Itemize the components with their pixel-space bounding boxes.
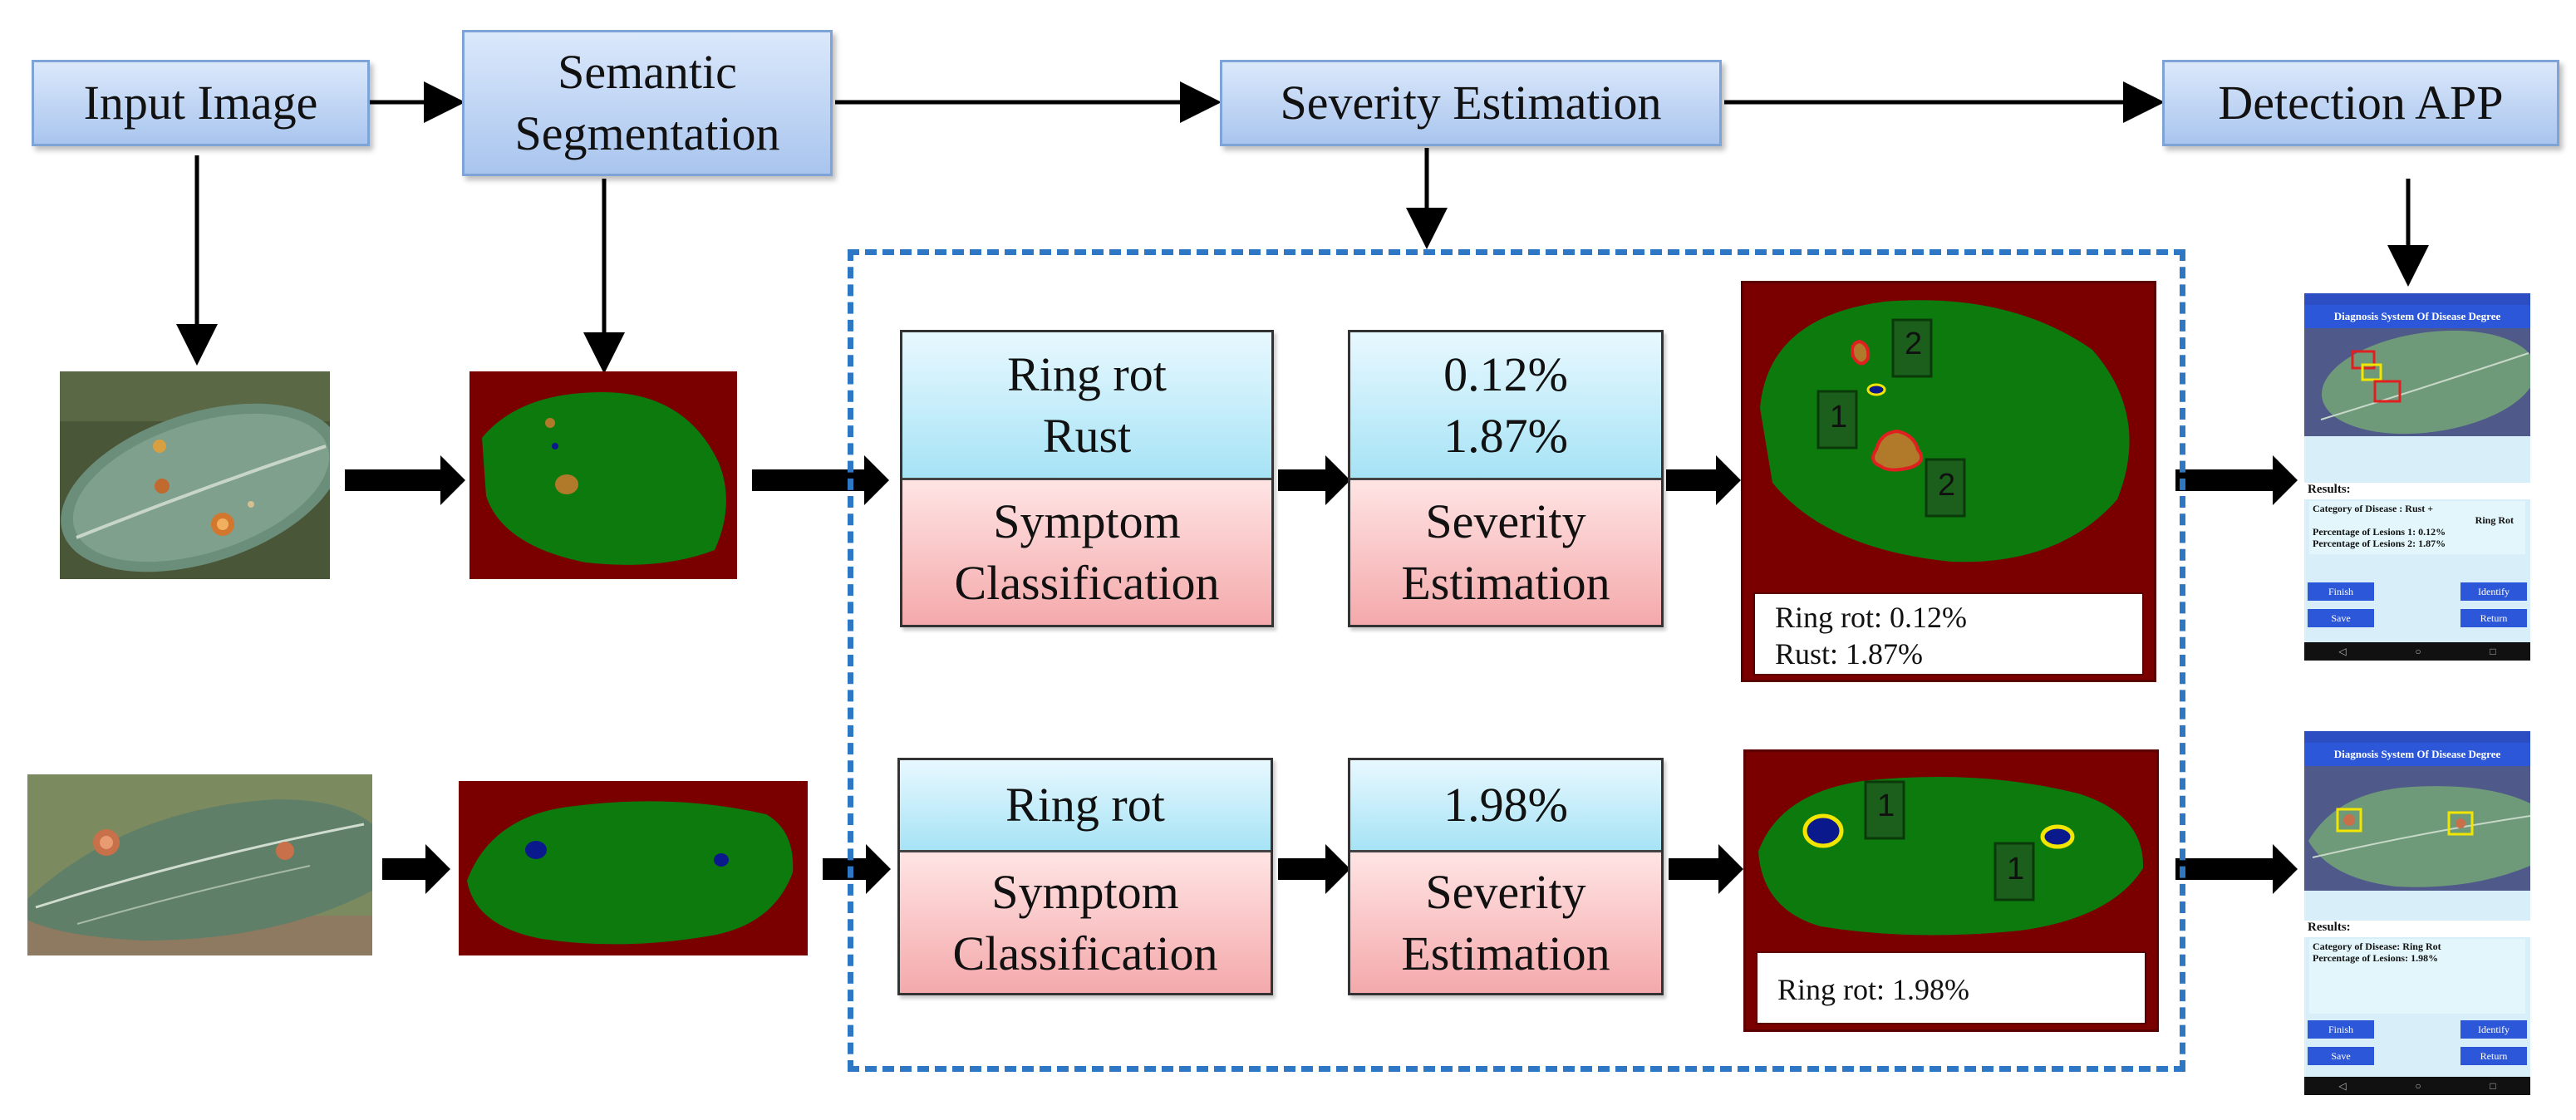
results-line: Percentage of Lesions 1: 0.12% bbox=[2313, 526, 2446, 538]
results-line: Category of Disease : Rust + bbox=[2313, 503, 2434, 514]
severity-percentage: 1.87% bbox=[1443, 408, 1568, 463]
results-line: Percentage of Lesions 2: 1.87% bbox=[2313, 538, 2446, 549]
thick-arrows-row2 bbox=[382, 844, 2298, 894]
return-button[interactable]: Return bbox=[2460, 609, 2527, 627]
marker-label: 1 bbox=[2007, 852, 2025, 887]
save-button[interactable]: Save bbox=[2308, 1047, 2374, 1065]
detection-app-label: Detection APP bbox=[2218, 76, 2504, 130]
identify-button[interactable]: Identify bbox=[2460, 582, 2527, 601]
thick-arrows-row1 bbox=[345, 455, 2298, 505]
segmentation-mask-row1 bbox=[469, 371, 737, 579]
identify-button[interactable]: Identify bbox=[2460, 1020, 2527, 1039]
severity-estimation-box: Severity Estimation bbox=[1220, 60, 1722, 146]
detection-app-screen-row1: Diagnosis System Of Disease Degree Resul… bbox=[2304, 293, 2530, 661]
results-line: Category of Disease: Ring Rot bbox=[2313, 941, 2441, 952]
back-icon[interactable]: ◁ bbox=[2338, 1079, 2347, 1092]
rust-lesion bbox=[1871, 429, 1924, 472]
app-title: Diagnosis System Of Disease Degree bbox=[2304, 305, 2530, 328]
recents-icon[interactable]: □ bbox=[2490, 645, 2496, 657]
recents-icon[interactable]: □ bbox=[2490, 1079, 2496, 1092]
symptom-label-row2: Symptom Classification bbox=[900, 852, 1271, 993]
symptom-label-row1: Symptom Classification bbox=[902, 480, 1271, 625]
symptom-value: Ring rot bbox=[1005, 778, 1165, 832]
results-line: Percentage of Lesions: 1.98% bbox=[2313, 952, 2439, 964]
input-image-box: Input Image bbox=[32, 60, 370, 146]
result-line: Ring rot: 1.98% bbox=[1777, 973, 1969, 1006]
results-heading: Results: bbox=[2304, 483, 2530, 499]
severity-values-row2: 1.98% bbox=[1350, 760, 1661, 852]
severity-label-line1: Severity bbox=[1425, 494, 1586, 548]
app-leaf-image bbox=[2304, 766, 2530, 891]
status-bar bbox=[2304, 731, 2530, 743]
severity-estimation-card-row1: 0.12% 1.87% Severity Estimation bbox=[1348, 330, 1664, 627]
severity-estimation-region bbox=[848, 249, 2185, 1072]
severity-label-line1: Severity bbox=[1425, 864, 1586, 919]
return-button[interactable]: Return bbox=[2460, 1047, 2527, 1065]
finish-button[interactable]: Finish bbox=[2308, 582, 2374, 601]
result-caption-row1: Ring rot: 0.12% Rust: 1.87% bbox=[1753, 592, 2144, 675]
marker-label: 1 bbox=[1877, 788, 1895, 823]
ring-rot-lesion bbox=[1866, 383, 1886, 396]
marker-label: 2 bbox=[1938, 468, 1956, 503]
segmentation-mask-row2 bbox=[459, 781, 808, 955]
severity-percentage: 1.98% bbox=[1443, 778, 1568, 832]
results-body: Category of Disease : Rust + Ring Rot Pe… bbox=[2309, 501, 2525, 554]
semantic-segmentation-label-line1: Semantic bbox=[558, 45, 737, 99]
app-leaf-image bbox=[2304, 328, 2530, 436]
severity-result-row1: 2 1 2 Ring rot: 0.12% Rust: 1.87% bbox=[1741, 281, 2156, 682]
symptom-classification-card-row1: Ring rot Rust Symptom Classification bbox=[900, 330, 1274, 627]
input-leaf-photo-row2 bbox=[27, 774, 372, 955]
symptom-label-line2: Classification bbox=[954, 556, 1220, 610]
symptom-label-line1: Symptom bbox=[993, 494, 1181, 548]
home-icon[interactable]: ○ bbox=[2415, 645, 2421, 657]
symptom-label-line2: Classification bbox=[952, 926, 1218, 980]
save-button[interactable]: Save bbox=[2308, 609, 2374, 627]
severity-estimation-card-row2: 1.98% Severity Estimation bbox=[1348, 758, 1664, 995]
severity-label-row2: Severity Estimation bbox=[1350, 852, 1661, 993]
symptom-value: Ring rot bbox=[1007, 346, 1167, 401]
detection-app-screen-row2: Diagnosis System Of Disease Degree Resul… bbox=[2304, 731, 2530, 1095]
semantic-segmentation-label-line2: Segmentation bbox=[514, 106, 780, 160]
results-body: Category of Disease: Ring Rot Percentage… bbox=[2309, 939, 2525, 1014]
marker-label: 1 bbox=[1830, 400, 1848, 435]
status-bar bbox=[2304, 293, 2530, 305]
back-icon[interactable]: ◁ bbox=[2338, 645, 2347, 657]
result-line: Ring rot: 0.12% bbox=[1775, 601, 1967, 634]
input-leaf-photo-row1 bbox=[60, 371, 330, 579]
finish-button[interactable]: Finish bbox=[2308, 1020, 2374, 1039]
severity-values-row1: 0.12% 1.87% bbox=[1350, 332, 1661, 480]
symptom-values-row1: Ring rot Rust bbox=[902, 332, 1271, 480]
severity-label-line2: Estimation bbox=[1401, 926, 1610, 980]
ring-rot-lesion bbox=[2040, 824, 2075, 849]
result-caption-row2: Ring rot: 1.98% bbox=[1756, 951, 2146, 1024]
symptom-classification-card-row2: Ring rot Symptom Classification bbox=[897, 758, 1273, 995]
ring-rot-lesion bbox=[1802, 813, 1844, 848]
severity-label-line2: Estimation bbox=[1401, 556, 1610, 610]
symptom-value: Rust bbox=[1042, 408, 1132, 463]
rust-lesion bbox=[1851, 339, 1871, 366]
results-heading: Results: bbox=[2304, 921, 2530, 937]
nav-bar: ◁ ○ □ bbox=[2304, 1077, 2530, 1095]
severity-estimation-label: Severity Estimation bbox=[1280, 76, 1662, 130]
symptom-label-line1: Symptom bbox=[991, 864, 1179, 919]
severity-percentage: 0.12% bbox=[1443, 346, 1568, 401]
home-icon[interactable]: ○ bbox=[2415, 1079, 2421, 1092]
detection-app-box: Detection APP bbox=[2162, 60, 2559, 146]
symptom-values-row2: Ring rot bbox=[900, 760, 1271, 852]
input-image-label: Input Image bbox=[83, 76, 318, 130]
severity-label-row1: Severity Estimation bbox=[1350, 480, 1661, 625]
severity-result-row2: 1 1 Ring rot: 1.98% bbox=[1743, 749, 2159, 1032]
results-line: Ring Rot bbox=[2475, 514, 2514, 526]
result-line: Rust: 1.87% bbox=[1775, 637, 1924, 671]
marker-label: 2 bbox=[1905, 327, 1923, 361]
app-title: Diagnosis System Of Disease Degree bbox=[2304, 743, 2530, 766]
nav-bar: ◁ ○ □ bbox=[2304, 642, 2530, 661]
semantic-segmentation-box: Semantic Segmentation bbox=[462, 30, 833, 176]
